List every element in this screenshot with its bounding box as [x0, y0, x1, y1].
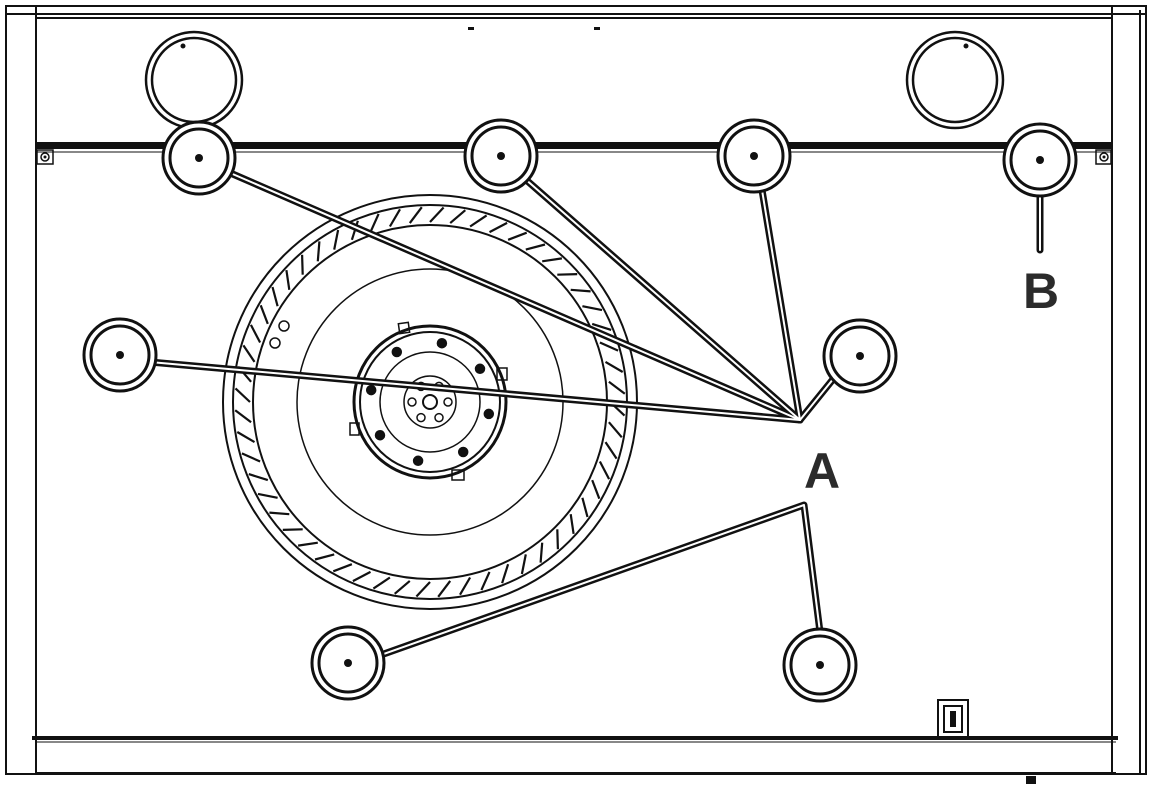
blower-blade	[437, 580, 452, 598]
blower-blade	[388, 208, 401, 228]
blower-blade	[591, 322, 612, 331]
callout-circles	[82, 118, 1078, 703]
blower-blade	[241, 452, 261, 463]
blower-blade	[480, 571, 491, 591]
blower-blade	[539, 542, 544, 563]
blower-blade	[525, 243, 546, 251]
hub-bolt-hole	[412, 455, 424, 467]
blower-blade	[581, 497, 589, 518]
blower-blade	[297, 541, 318, 547]
blower-blade	[249, 324, 262, 344]
blower-blade	[282, 528, 303, 531]
blower-blade	[333, 229, 340, 250]
blower-blade	[234, 387, 251, 403]
blower-blade	[520, 554, 527, 575]
blower-blade	[557, 273, 578, 276]
blower-blade	[570, 288, 591, 293]
hub-bolt-hole	[457, 446, 469, 458]
hub-bolt-hole	[436, 337, 448, 349]
rocker-switch	[937, 699, 969, 739]
hub-bolt-holes	[365, 337, 495, 467]
callout-lines	[146, 168, 1044, 660]
blower-blade	[369, 213, 380, 233]
rail-screw-callout	[1002, 122, 1078, 198]
panel-screw-callout	[822, 318, 898, 394]
blower-blade	[469, 214, 488, 228]
hub-bolt-hole	[374, 429, 386, 441]
blower-blade	[569, 514, 575, 535]
blower-blade	[608, 380, 626, 395]
blower-blade	[459, 576, 472, 596]
blower-blade	[372, 576, 391, 590]
blower-blades	[234, 206, 626, 598]
hub-bolt-hole	[416, 412, 426, 423]
blower-blade	[604, 360, 624, 373]
upper-port-left	[144, 30, 244, 130]
blower-blade	[234, 409, 252, 424]
hub-bolt-hole	[407, 397, 417, 407]
blower-blade	[488, 221, 508, 234]
blower-blade	[556, 529, 559, 550]
blower-blade	[352, 570, 372, 583]
blower-blade	[429, 206, 445, 223]
blower-blade	[449, 209, 467, 224]
blower-blade	[236, 431, 256, 444]
blower-blade	[314, 553, 335, 561]
hub-bolt-hole	[434, 412, 444, 423]
rail-screw-callout	[716, 118, 792, 194]
blower-blade	[301, 254, 304, 275]
hub-bolt-hole	[365, 384, 377, 396]
blower-blade	[507, 231, 528, 241]
blower-blade	[591, 479, 601, 500]
panel-screw-callout	[782, 627, 858, 703]
blower-blade	[316, 241, 321, 262]
corner-screw-left	[36, 149, 54, 165]
upper-port-right	[905, 30, 1005, 130]
blower-blade	[393, 580, 411, 595]
cabinet-frame	[5, 5, 1147, 775]
rail-screw-callout	[161, 120, 237, 196]
blower-blade	[257, 492, 278, 499]
callout-label-a: A	[804, 443, 840, 499]
blower-blade	[269, 511, 290, 516]
blower-blade	[332, 563, 353, 573]
callout-label-b: B	[1023, 263, 1059, 319]
hub-bolt-hole	[391, 346, 403, 358]
blower-blade	[599, 341, 619, 352]
panel-screw-callout	[310, 625, 386, 701]
blower-blade	[415, 581, 431, 598]
blower-blade	[582, 305, 603, 312]
hub-bolt-hole	[474, 363, 486, 375]
blower-blade	[259, 304, 269, 325]
blower-blade	[285, 269, 291, 290]
hub-bolt-hole	[443, 397, 453, 407]
blower-blade	[271, 286, 279, 307]
blower-blade	[242, 344, 256, 363]
hub-bolt-hole	[483, 408, 495, 420]
blower-blade	[248, 473, 269, 482]
blower-blade	[408, 206, 423, 224]
blower-blade	[542, 257, 563, 263]
corner-screw-right	[1095, 149, 1112, 165]
blower-blade	[598, 460, 611, 480]
blower-blade	[608, 421, 623, 439]
cabinet-base	[32, 736, 1118, 784]
panel-screw-callout	[82, 317, 158, 393]
rail-screw-callout	[463, 118, 539, 194]
blower-blade	[501, 563, 510, 584]
motor-hub	[349, 321, 508, 481]
blower-blade	[604, 441, 618, 460]
